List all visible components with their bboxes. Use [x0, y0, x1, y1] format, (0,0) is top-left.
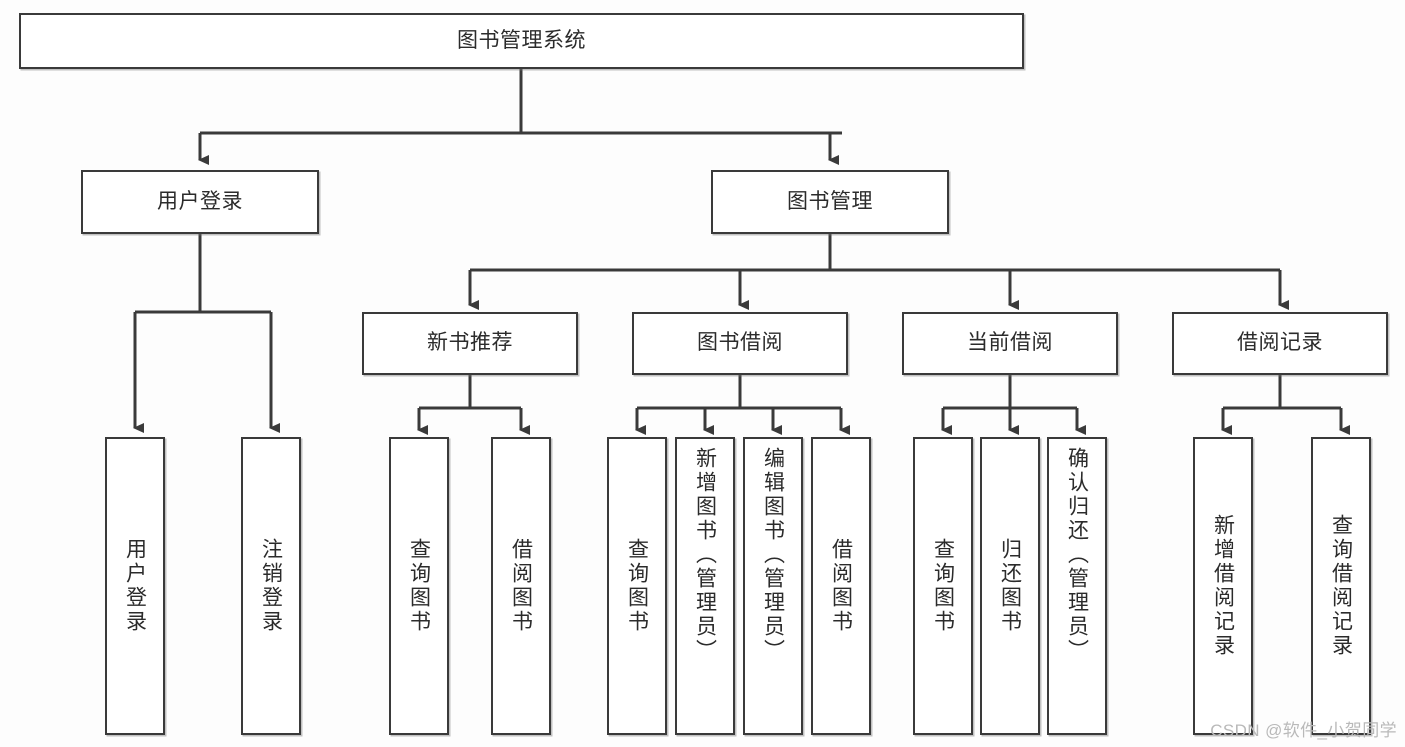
node-label-leaf-book-borrow-add: 新增图书（管理员） [693, 447, 717, 663]
node-root-book-management-system[interactable]: 图书管理系统 [19, 13, 1024, 69]
node-label-new-book-recommend: 新书推荐 [427, 331, 513, 355]
node-label-leaf-user-login-logout: 注销登录 [259, 538, 283, 634]
node-leaf-user-login-login[interactable]: 用户登录 [105, 437, 165, 735]
node-label-leaf-new-book-borrow: 借阅图书 [509, 538, 533, 634]
node-label-leaf-book-borrow-query: 查询图书 [625, 538, 649, 634]
watermark-text: CSDN @软件_小贺同学 [1210, 721, 1397, 740]
node-label-leaf-current-borrow-return: 归还图书 [998, 538, 1022, 634]
node-book-borrow[interactable]: 图书借阅 [632, 312, 848, 375]
node-label-leaf-user-login-login: 用户登录 [123, 538, 147, 634]
node-label-book-management: 图书管理 [787, 189, 873, 213]
node-leaf-borrow-record-query[interactable]: 查询借阅记录 [1311, 437, 1371, 735]
node-label-leaf-borrow-record-add: 新增借阅记录 [1211, 514, 1235, 658]
node-book-management[interactable]: 图书管理 [711, 170, 949, 234]
node-leaf-new-book-borrow[interactable]: 借阅图书 [491, 437, 551, 735]
node-borrow-record[interactable]: 借阅记录 [1172, 312, 1388, 375]
node-leaf-current-borrow-confirm-return[interactable]: 确认归还（管理员） [1047, 437, 1107, 735]
node-leaf-current-borrow-return[interactable]: 归还图书 [980, 437, 1040, 735]
node-new-book-recommend[interactable]: 新书推荐 [362, 312, 578, 375]
node-leaf-current-borrow-query[interactable]: 查询图书 [913, 437, 973, 735]
node-label-user-login: 用户登录 [157, 189, 243, 213]
node-label-root: 图书管理系统 [457, 28, 586, 52]
node-label-borrow-record: 借阅记录 [1237, 331, 1323, 355]
node-label-book-borrow: 图书借阅 [697, 331, 783, 355]
node-label-leaf-current-borrow-query: 查询图书 [931, 538, 955, 634]
node-leaf-book-borrow-add[interactable]: 新增图书（管理员） [675, 437, 735, 735]
node-leaf-book-borrow-query[interactable]: 查询图书 [607, 437, 667, 735]
node-user-login[interactable]: 用户登录 [81, 170, 319, 234]
node-leaf-borrow-record-add[interactable]: 新增借阅记录 [1193, 437, 1253, 735]
node-leaf-book-borrow-borrow[interactable]: 借阅图书 [811, 437, 871, 735]
node-label-leaf-book-borrow-edit: 编辑图书（管理员） [761, 447, 785, 663]
node-leaf-user-login-logout[interactable]: 注销登录 [241, 437, 301, 735]
node-current-borrow[interactable]: 当前借阅 [902, 312, 1118, 375]
node-leaf-book-borrow-edit[interactable]: 编辑图书（管理员） [743, 437, 803, 735]
node-label-current-borrow: 当前借阅 [967, 331, 1053, 355]
node-label-leaf-book-borrow-borrow: 借阅图书 [829, 538, 853, 634]
node-leaf-new-book-query[interactable]: 查询图书 [389, 437, 449, 735]
node-label-leaf-borrow-record-query: 查询借阅记录 [1329, 514, 1353, 658]
node-label-leaf-new-book-query: 查询图书 [407, 538, 431, 634]
node-label-leaf-current-borrow-confirm-return: 确认归还（管理员） [1065, 447, 1089, 663]
